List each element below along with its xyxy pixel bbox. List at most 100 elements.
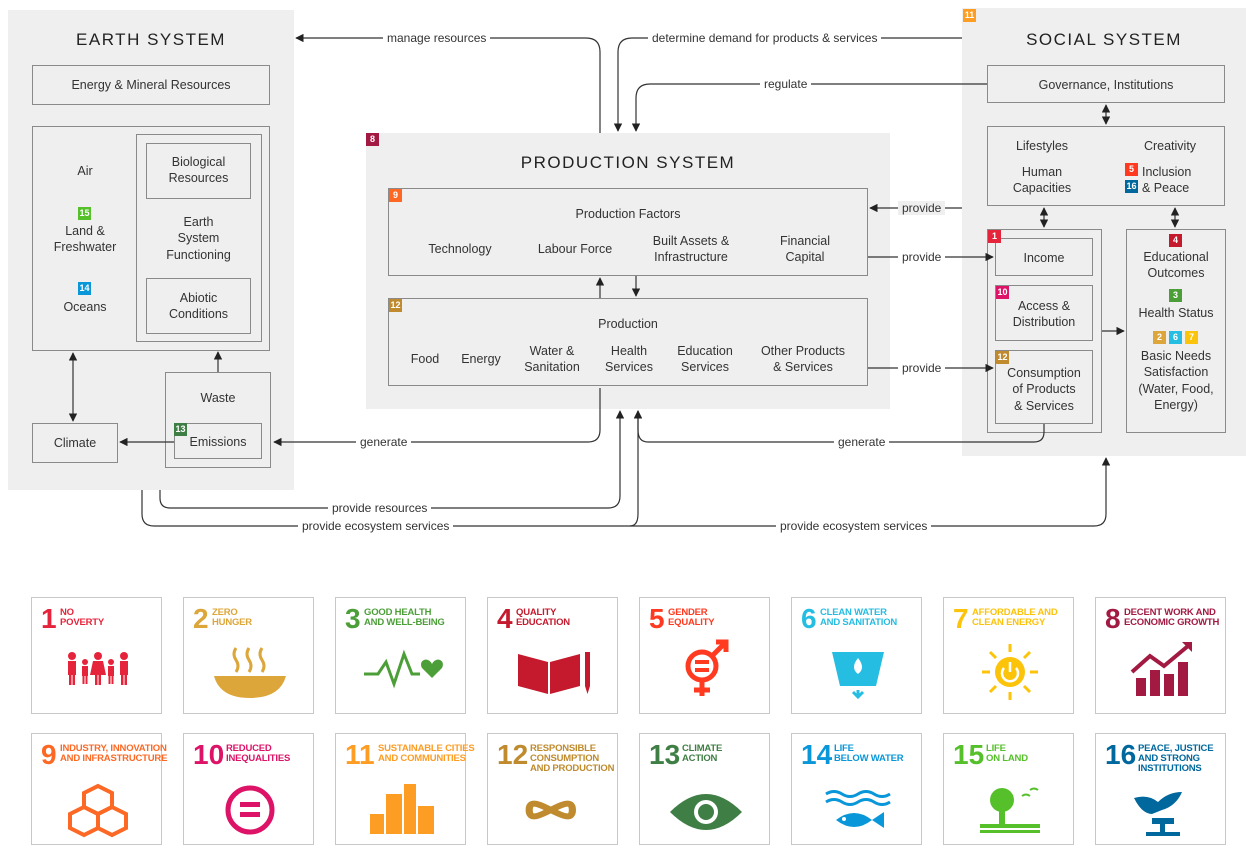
badge-sdg12-production: 12: [389, 299, 402, 312]
arrow-manage-resources: [295, 33, 601, 133]
label-provide-ecosystem-1: provide ecosystem services: [298, 519, 454, 533]
sdg-title: SUSTAINABLE CITIES AND COMMUNITIES: [378, 743, 475, 764]
label-provide-income: provide: [898, 250, 946, 264]
educational-outcomes-label: Educational Outcomes: [1143, 250, 1209, 281]
label-provide-ecosystem-2: provide ecosystem services: [776, 519, 932, 533]
label-generate-consumption: generate: [834, 435, 890, 449]
waste-label: Waste: [200, 391, 236, 405]
income-label: Income: [1023, 251, 1065, 265]
sdg-16-icon: [1134, 792, 1182, 836]
governance-box: [987, 65, 1225, 103]
badge-sdg2-needs: 2: [1153, 331, 1166, 344]
sdg-title: CLEAN WATER AND SANITATION: [820, 607, 898, 628]
label-provide-factors: provide: [898, 201, 946, 215]
health-services-label: Health Services: [605, 344, 653, 375]
sdg-number: 1: [41, 603, 57, 634]
badge-sdg15-land: 15: [78, 207, 91, 220]
consumption-label: Consumption of Products & Services: [1007, 366, 1081, 413]
sdg-number: 13: [649, 739, 681, 770]
health-status-label: Health Status: [1138, 306, 1214, 320]
education-services-label: Education Services: [677, 344, 733, 375]
badge-sdg16-inclusion: 16: [1125, 180, 1138, 193]
inclusion-peace-label: Inclusion & Peace: [1142, 165, 1192, 196]
production-box: [388, 298, 868, 386]
sdg-number: 14: [801, 739, 833, 770]
badge-sdg10-access: 10: [996, 286, 1009, 299]
production-system-title: PRODUCTION SYSTEM: [520, 153, 736, 172]
sdg-title: AFFORDABLE AND CLEAN ENERGY: [972, 607, 1058, 628]
sdg-2-icon: [214, 647, 286, 698]
sdg-8-icon: [1130, 642, 1192, 696]
arrow-provide-resources: [159, 410, 625, 509]
sdg-number: 9: [41, 739, 57, 770]
biological-resources-label: Biological Resources: [168, 155, 229, 186]
badge-sdg9-factors: 9: [389, 189, 402, 202]
badge-sdg13-emissions: 13: [174, 423, 187, 436]
sdg-number: 2: [193, 603, 209, 634]
arrow-generate-emissions: [273, 388, 601, 447]
label-regulate: regulate: [760, 77, 812, 91]
sdg-title: GENDER EQUALITY: [668, 607, 715, 628]
badge-sdg1-income: 1: [988, 230, 1001, 243]
income-box: [995, 238, 1093, 276]
built-assets-label: Built Assets & Infrastructure: [652, 234, 730, 265]
production-title: Production: [598, 317, 658, 331]
sdg-number: 12: [497, 739, 529, 770]
water-sanitation-label: Water & Sanitation: [524, 344, 580, 375]
sdg-title: CLIMATE ACTION: [682, 743, 723, 764]
lifestyles-label: Lifestyles: [1015, 139, 1069, 153]
badge-sdg4-education: 4: [1169, 234, 1182, 247]
land-freshwater-label: Land & Freshwater: [53, 224, 117, 255]
sdg-4-icon: [518, 652, 590, 694]
arrow-regulate: [631, 83, 987, 132]
sdg-title: ZERO HUNGER: [212, 607, 252, 628]
earth-system-functioning-label: Earth System Functioning: [166, 215, 231, 262]
label-provide-consumption: provide: [898, 361, 946, 375]
financial-capital-label: Financial Capital: [779, 234, 831, 265]
sdg-7-icon: [982, 644, 1038, 700]
emissions-label: Emissions: [189, 435, 247, 449]
label-generate-emissions: generate: [356, 435, 412, 449]
sdg-title: REDUCED INEQUALITIES: [226, 743, 291, 764]
sdg-9-icon: [68, 783, 128, 838]
sdg-title: LIFE ON LAND: [986, 743, 1028, 764]
sdg-title: RESPONSIBLE CONSUMPTION AND PRODUCTION: [530, 743, 615, 774]
abiotic-conditions-box: [146, 278, 251, 334]
technology-label: Technology: [428, 242, 492, 256]
consumption-box: [995, 350, 1093, 424]
biological-resources-box: [146, 143, 251, 199]
arrow-provide-ecosystem-production: [629, 410, 643, 527]
sdg-12-icon: [525, 800, 577, 820]
label-determine-demand: determine demand for products & services: [648, 31, 882, 45]
sdg-10-icon: [225, 785, 275, 835]
sdg-14-icon: [825, 790, 891, 828]
food-label: Food: [410, 352, 440, 366]
sdg-15-icon: [980, 787, 1040, 833]
sdg-title: DECENT WORK AND ECONOMIC GROWTH: [1124, 607, 1220, 628]
sdg-11-icon: [370, 784, 434, 834]
sdg-title: INDUSTRY, INNOVATION AND INFRASTRUCTURE: [60, 743, 168, 764]
sdg-number: 11: [345, 739, 375, 770]
earth-system-title: EARTH SYSTEM: [76, 30, 226, 49]
sdg-number: 16: [1105, 739, 1137, 770]
badge-sdg11-social: 11: [963, 9, 976, 22]
sdg-number: 6: [801, 603, 817, 634]
sdg-5-icon: [685, 639, 729, 696]
access-distribution-box: [995, 285, 1093, 341]
oceans-label: Oceans: [63, 300, 107, 314]
climate-box: [32, 423, 118, 463]
access-distribution-label: Access & Distribution: [1012, 299, 1076, 330]
abiotic-conditions-label: Abiotic Conditions: [168, 291, 229, 322]
sdg-title: GOOD HEALTH AND WELL-BEING: [364, 607, 445, 628]
sdg-title: QUALITY EDUCATION: [516, 607, 570, 628]
sdg-number: 8: [1105, 603, 1121, 634]
